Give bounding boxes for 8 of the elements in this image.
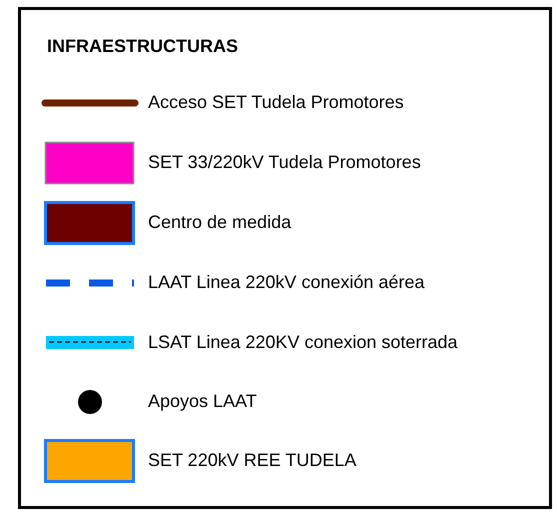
legend-label: LAAT Linea 220kV conexión aérea — [148, 272, 425, 293]
legend-label: Centro de medida — [148, 212, 292, 233]
legend-label: LSAT Linea 220KV conexion soterrada — [148, 332, 458, 353]
legend-title: INFRAESTRUCTURAS — [47, 36, 238, 57]
legend-label: SET 220kV REE TUDELA — [148, 450, 356, 471]
legend-label: Acceso SET Tudela Promotores — [148, 92, 404, 113]
legend-label: Apoyos LAAT — [148, 391, 257, 412]
legend-label: SET 33/220kV Tudela Promotores — [148, 152, 421, 173]
